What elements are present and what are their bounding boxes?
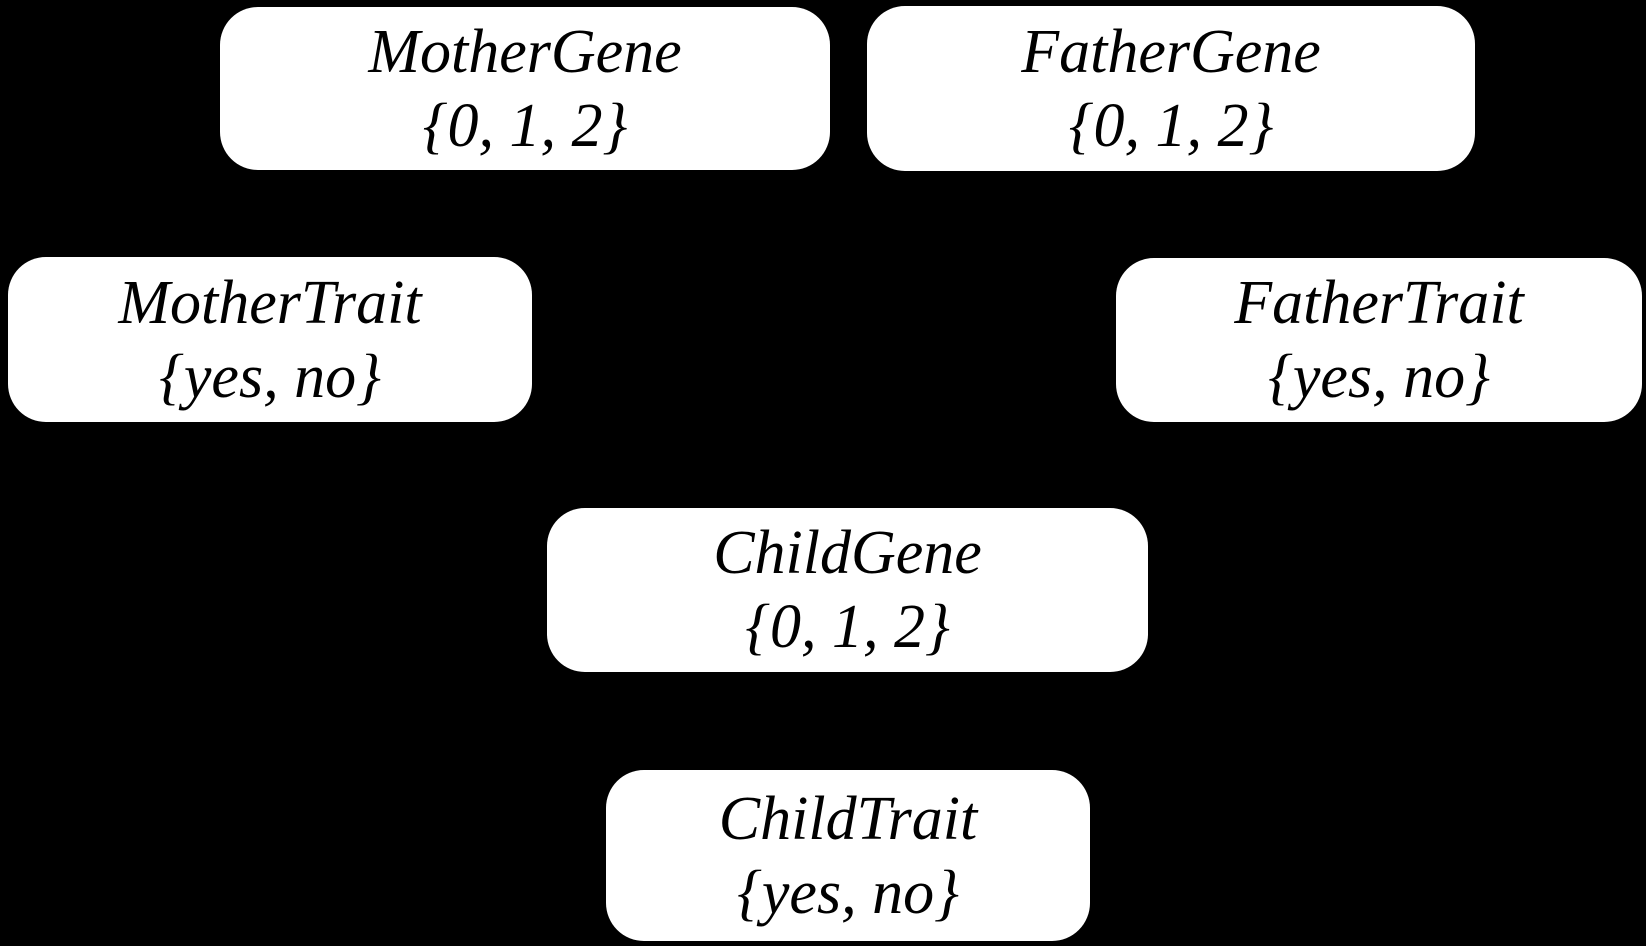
node-values: {yes, no} (159, 342, 381, 411)
node-title: ChildGene (713, 519, 982, 587)
node-values: {0, 1, 2} (422, 91, 628, 160)
node-values: {0, 1, 2} (1068, 91, 1274, 160)
node-values: {0, 1, 2} (745, 593, 950, 661)
node-title: FatherGene (1021, 17, 1321, 86)
node-values: {yes, no} (1268, 343, 1490, 411)
node-father-trait: FatherTrait {yes, no} (1116, 258, 1642, 422)
node-title: MotherGene (368, 17, 682, 86)
node-father-gene: FatherGene {0, 1, 2} (867, 6, 1475, 171)
node-title: MotherTrait (118, 268, 422, 337)
node-child-gene: ChildGene {0, 1, 2} (547, 508, 1148, 672)
node-title: ChildTrait (718, 784, 978, 853)
node-child-trait: ChildTrait {yes, no} (606, 770, 1090, 941)
node-mother-gene: MotherGene {0, 1, 2} (220, 7, 830, 170)
node-mother-trait: MotherTrait {yes, no} (8, 257, 532, 422)
node-values: {yes, no} (737, 858, 959, 927)
node-title: FatherTrait (1234, 269, 1524, 337)
